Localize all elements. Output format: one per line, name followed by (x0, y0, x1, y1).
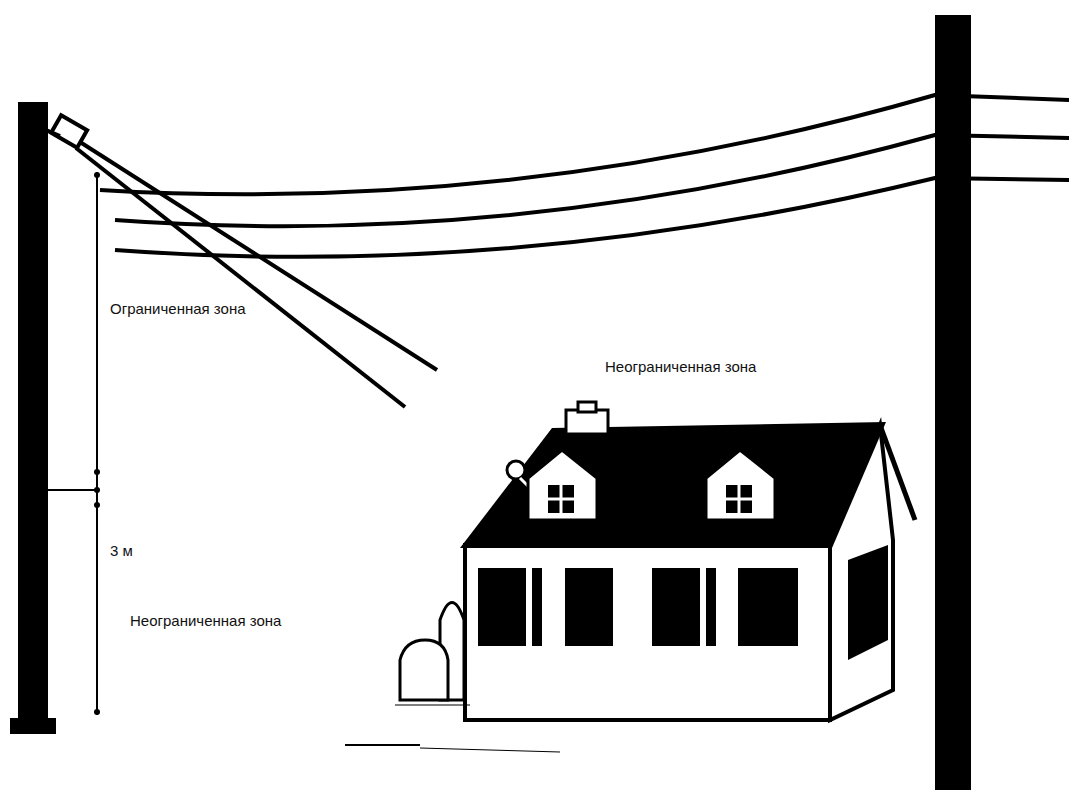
dimension-label: 3 м (110, 542, 133, 560)
zone-label: Ограниченная зона (110, 300, 246, 318)
zone-label: Неограниченная зона (130, 612, 281, 630)
zone-label: Неограниченная зона (605, 358, 756, 376)
